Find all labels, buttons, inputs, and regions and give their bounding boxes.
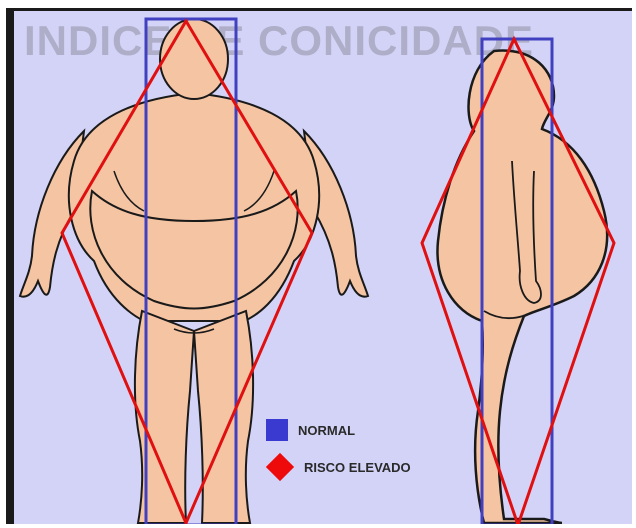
legend-item-risk: RISCO ELEVADO (266, 457, 411, 477)
side-body-figure (437, 51, 607, 523)
conicity-illustration (14, 11, 632, 524)
front-body-figure (20, 19, 368, 523)
side-body (437, 51, 607, 523)
front-head (160, 19, 228, 99)
normal-swatch-icon (266, 419, 288, 441)
front-left-leg (135, 311, 194, 523)
risk-swatch-icon (266, 453, 294, 481)
legend-label-normal: NORMAL (298, 423, 355, 438)
diagram-frame: INDICE DE CONICIDADE (6, 8, 632, 524)
front-right-leg (194, 311, 253, 523)
legend-item-normal: NORMAL (266, 419, 355, 441)
legend-label-risk: RISCO ELEVADO (304, 460, 411, 475)
